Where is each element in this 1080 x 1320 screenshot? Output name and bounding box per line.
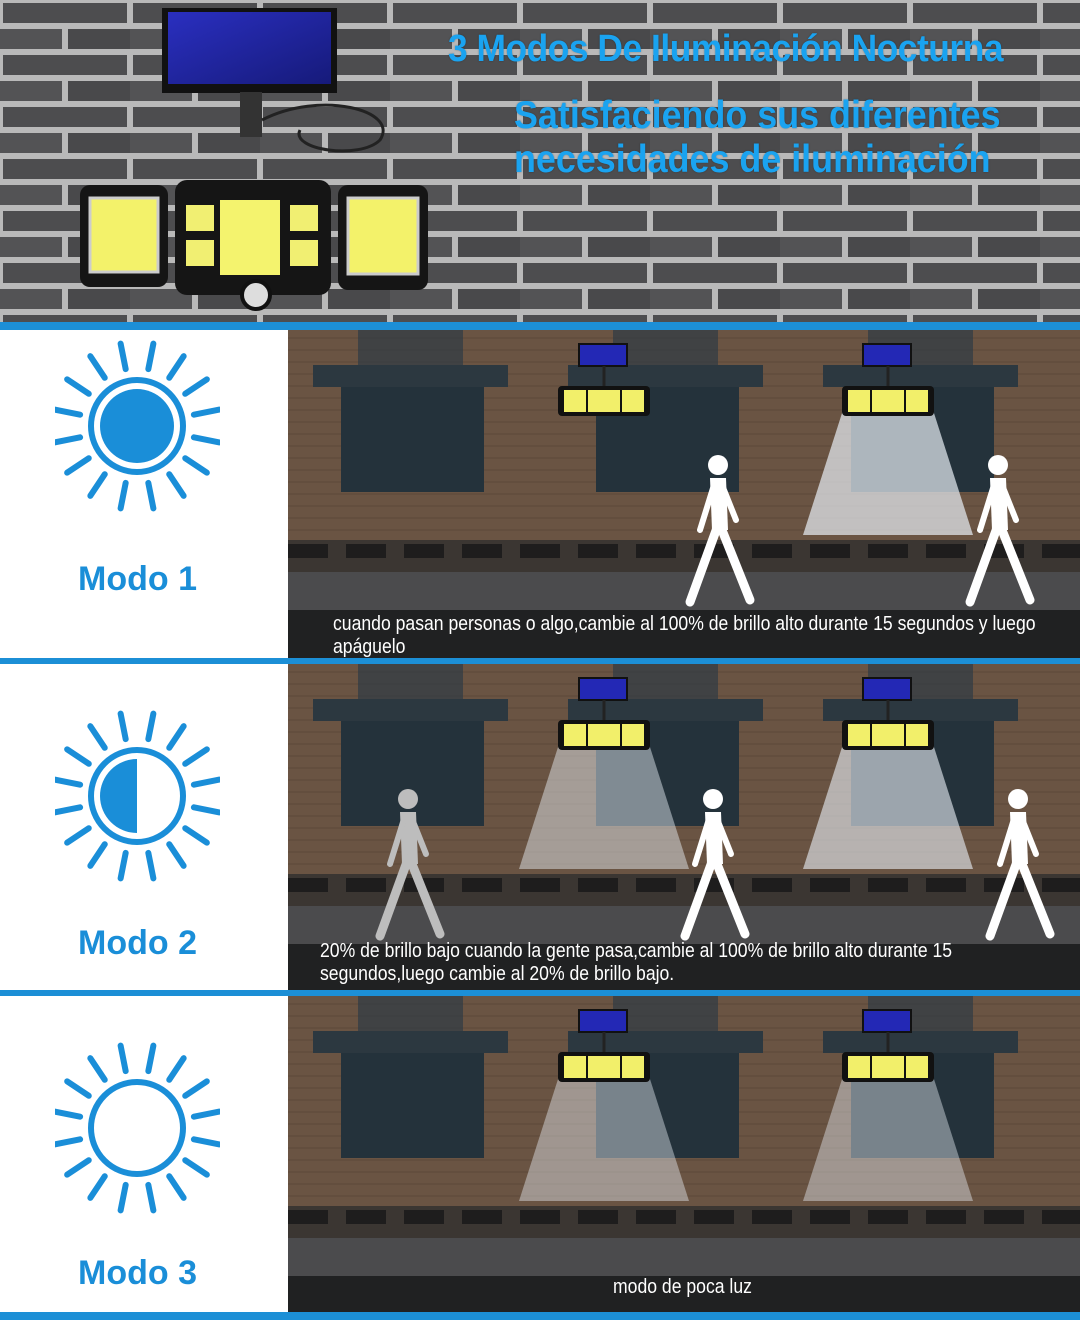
storefront xyxy=(313,1031,508,1053)
storefront xyxy=(568,699,763,721)
brick-wall-with-solar-lamp xyxy=(0,0,1080,322)
storefront xyxy=(313,699,508,721)
storefront xyxy=(823,699,1018,721)
storefront xyxy=(313,365,508,387)
led-lamp xyxy=(80,180,428,311)
light-beam xyxy=(519,1076,689,1201)
mode-3-row: Modo 3 modo de poca luz xyxy=(0,996,1080,1312)
walking-person xyxy=(680,789,750,941)
light-beam xyxy=(803,744,973,869)
page-subtitle: Satisfaciendo sus diferentes necesidades… xyxy=(514,94,1001,181)
mode-2-scene: 20% de brillo bajo cuando la gente pasa,… xyxy=(288,664,1080,990)
solar-lamp xyxy=(842,1009,934,1082)
walking-person xyxy=(375,789,445,941)
solar-lamp xyxy=(558,677,650,750)
light-beam xyxy=(519,744,689,869)
solar-lamp xyxy=(558,1009,650,1082)
solar-lamp xyxy=(558,343,650,416)
solar-lamp xyxy=(842,343,934,416)
mode-label: Modo 2 xyxy=(78,924,197,962)
mode-3-panel: Modo 3 xyxy=(0,996,288,1312)
light-beam xyxy=(803,1076,973,1201)
mode-1-panel: Modo 1 xyxy=(0,330,288,658)
sun-full-icon xyxy=(55,340,220,512)
sun-outline-icon xyxy=(55,1042,220,1214)
hero-banner: 3 Modos De Iluminación Nocturna Satisfac… xyxy=(0,0,1080,322)
solar-panel xyxy=(162,8,385,153)
walking-person xyxy=(985,789,1055,941)
storefront xyxy=(568,1031,763,1053)
page-title: 3 Modos De Iluminación Nocturna xyxy=(448,28,1004,70)
mode-2-row: Modo 2 20% de brillo bajo cuando la gent… xyxy=(0,664,1080,990)
storefront xyxy=(568,365,763,387)
mode-1-scene: cuando pasan personas o algo,cambie al 1… xyxy=(288,330,1080,658)
mode-caption: 20% de brillo bajo cuando la gente pasa,… xyxy=(320,940,953,985)
mode-label: Modo 3 xyxy=(78,1254,197,1292)
mode-2-panel: Modo 2 xyxy=(0,664,288,990)
mode-label: Modo 1 xyxy=(78,560,197,598)
street-scene xyxy=(288,330,1080,658)
light-beam xyxy=(803,410,973,535)
street-scene xyxy=(288,996,1080,1312)
walking-person xyxy=(685,455,755,607)
mode-1-row: Modo 1 cuando pasan personas o algo,camb… xyxy=(0,330,1080,658)
mode-caption: modo de poca luz xyxy=(613,1276,752,1298)
street-scene xyxy=(288,664,1080,990)
storefront xyxy=(823,1031,1018,1053)
mode-3-scene: modo de poca luz xyxy=(288,996,1080,1312)
mode-caption: cuando pasan personas o algo,cambie al 1… xyxy=(333,613,1036,658)
solar-lamp xyxy=(842,677,934,750)
storefront xyxy=(823,365,1018,387)
sun-half-icon xyxy=(55,710,220,882)
walking-person xyxy=(965,455,1035,607)
